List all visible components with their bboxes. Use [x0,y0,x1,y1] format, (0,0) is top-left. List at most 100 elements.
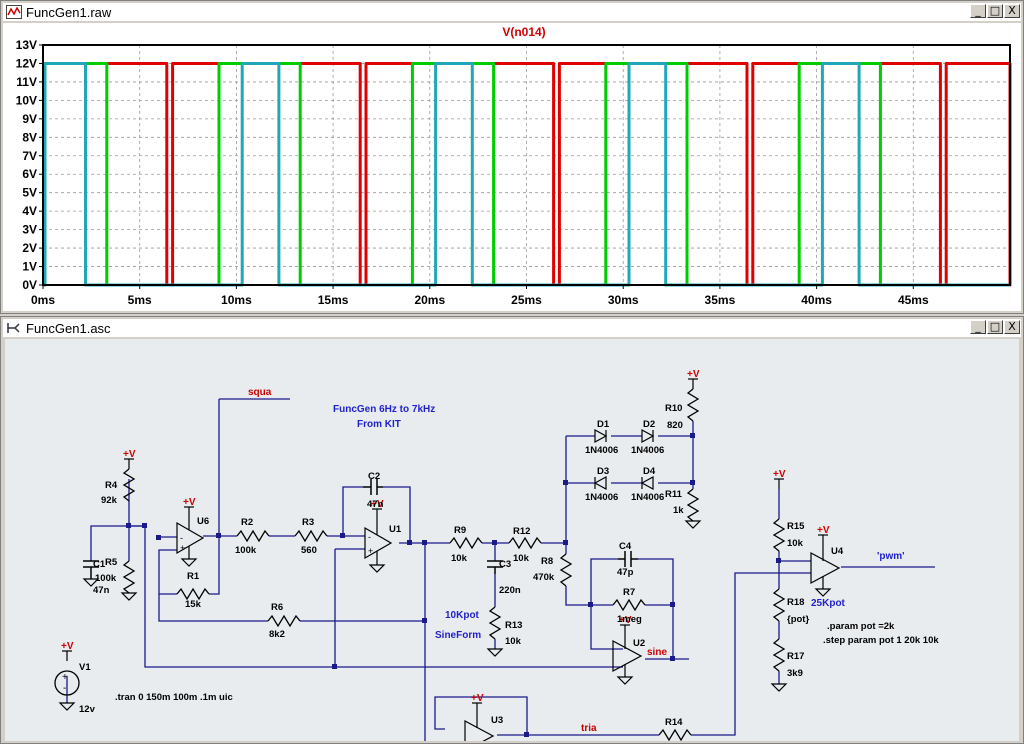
minimize-button[interactable]: _ [970,320,986,334]
label-d4-value: 1N4006 [631,492,664,503]
vplus-u1 [371,508,383,520]
svg-text:-: - [368,532,371,542]
plot-window-title: FuncGen1.raw [26,4,112,20]
resistor-r5[interactable] [123,560,135,594]
diode-d2[interactable] [641,428,655,444]
capacitor-c4[interactable] [618,551,638,567]
label-c1-value: 47n [93,585,110,596]
y-tick-label: 11V [16,75,37,89]
minimize-button[interactable]: _ [970,4,986,18]
ground-symbol [487,648,503,657]
maximize-button[interactable]: □ [987,320,1003,334]
opamp-u1[interactable]: -+ [364,519,393,565]
schematic-window: FuncGen1.asc _ □ X [0,316,1024,744]
directive-tran: .tran 0 150m 100m .1m uic [115,692,233,703]
note-sineform: SineForm [435,630,481,641]
label-r4: R4 [105,480,118,491]
svg-text:-: - [63,683,66,694]
vplus-u6 [183,506,195,518]
close-button[interactable]: X [1004,320,1020,334]
vplus-r4 [123,458,135,470]
label-r5: R5 [105,557,118,568]
x-tick-label: 5ms [128,293,152,307]
resistor-r15[interactable] [773,518,785,552]
label-r6: R6 [271,602,283,613]
y-tick-label: 7V [22,149,37,163]
resistor-r11[interactable] [687,488,699,522]
series-line-3 [43,62,1010,287]
ground-symbol [771,683,787,692]
ground-symbol [617,676,633,685]
label-d3: D3 [597,466,609,477]
resistor-r2[interactable] [236,530,270,542]
maximize-button[interactable]: □ [987,4,1003,18]
label-c4: C4 [619,541,632,552]
voltage-source-v1[interactable]: +- [54,670,80,696]
x-tick-label: 0ms [31,293,55,307]
label-d4: D4 [643,466,656,477]
opamp-u4[interactable] [810,545,841,589]
resistor-r10[interactable] [687,388,699,422]
diode-d3[interactable] [593,475,607,491]
schematic-drawing[interactable]: -+ -+ +- [5,339,1019,741]
net-label-pwm: 'pwm' [877,551,905,562]
resistor-r14[interactable] [658,729,692,741]
ground-symbol [369,564,385,573]
diode-d1[interactable] [594,428,608,444]
y-tick-label: 9V [22,112,37,126]
svg-text:+: + [180,543,185,553]
vplus-label: +V [371,499,384,510]
ground-symbol [815,588,831,597]
label-r6-value: 8k2 [269,629,285,640]
vplus-u2 [619,624,631,636]
resistor-r6[interactable] [267,615,301,627]
label-r15-value: 10k [787,538,804,549]
y-tick-label: 10V [16,93,37,107]
capacitor-c3[interactable] [487,560,503,574]
svg-text:+: + [62,672,68,683]
diode-d4[interactable] [640,475,654,491]
waveform-icon [6,5,22,19]
schematic-icon [7,323,20,333]
close-button[interactable]: X [1004,4,1020,18]
opamp-u3[interactable] [464,713,495,741]
x-tick-label: 40ms [801,293,832,307]
label-r7: R7 [623,587,635,598]
waveform-chart[interactable]: V(n014) 0V1V2V3V4V5V6V7V8V9V10V11V12V13V… [3,23,1023,313]
plot-window-titlebar[interactable]: FuncGen1.raw [3,3,1021,21]
net-label-sine: sine [647,647,667,658]
label-c2: C2 [368,471,380,482]
label-r2: R2 [241,517,253,528]
label-r18-value: {pot} [787,614,809,625]
resistor-r17[interactable] [773,638,785,672]
resistor-r13[interactable] [489,606,501,640]
resistor-r12[interactable] [508,537,542,549]
vplus-label: +V [773,469,786,480]
opamp-u6[interactable]: -+ [176,517,205,559]
x-tick-label: 25ms [511,293,542,307]
capacitor-c1[interactable] [83,560,99,579]
label-r14: R14 [665,717,683,728]
label-r8: R8 [541,556,553,567]
opamp-u2[interactable] [612,635,643,677]
svg-text:-: - [180,533,183,543]
directive-step: .step param pot 1 20k 10k [823,635,939,646]
vplus-label: +V [61,641,74,652]
schematic-window-titlebar[interactable]: FuncGen1.asc [3,319,1021,337]
resistor-r7[interactable] [612,599,646,611]
resistor-r9[interactable] [449,537,483,549]
resistor-r8[interactable] [560,553,572,587]
resistor-r18[interactable] [773,588,785,622]
resistor-r1[interactable] [176,588,210,600]
schematic-junctions [126,433,781,737]
capacitor-c2[interactable] [363,479,383,495]
schematic-canvas[interactable]: -+ -+ +- [5,339,1019,741]
label-u1: U1 [389,524,402,535]
label-r10-value: 820 [667,420,683,431]
label-r5-value: 100k [95,573,117,584]
net-label-tria: tria [581,723,597,734]
resistor-r3[interactable] [294,530,328,542]
